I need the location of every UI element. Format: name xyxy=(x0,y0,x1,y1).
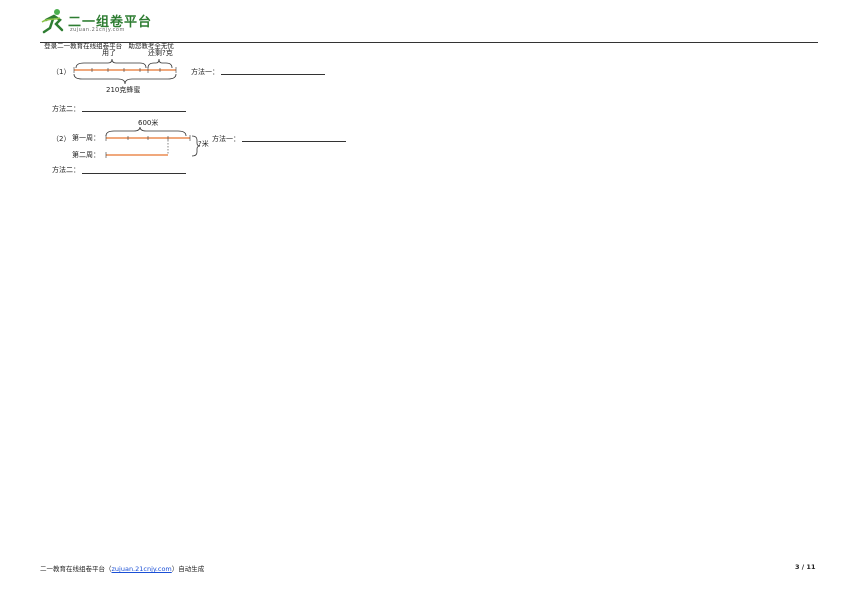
q2-top-brace xyxy=(105,126,187,137)
q2-method1-label: 方法一： xyxy=(212,135,240,143)
q1-total-label: 210克蜂蜜 xyxy=(106,86,141,94)
q1-method2-blank[interactable] xyxy=(82,111,186,112)
q2-week1-label: 第一周： xyxy=(72,134,100,142)
logo-text: 二一组卷平台 xyxy=(68,15,153,30)
footer-prefix: 二一教育在线组卷平台（ xyxy=(40,565,112,573)
q1-label: （1） xyxy=(52,68,71,76)
q2-method2-label: 方法二： xyxy=(52,166,80,174)
q2-label: （2） xyxy=(52,135,71,143)
footer-link[interactable]: zujuan.21cnjy.com xyxy=(111,565,172,573)
q1-line-diagram xyxy=(73,58,177,85)
q1-used-brace xyxy=(75,58,147,69)
header-login-text: 登录二一教育在线组卷平台 助您教考全无忧 xyxy=(40,32,174,50)
q1-method1-label: 方法一： xyxy=(191,68,219,76)
q1-remaining-brace xyxy=(147,58,173,69)
q2-right-brace xyxy=(191,135,200,157)
q1-remaining-label: 还剩?克 xyxy=(148,49,173,57)
q2-line-diagram xyxy=(105,126,200,158)
page-number: 3 / 11 xyxy=(795,563,816,571)
q1-method2-label: 方法二： xyxy=(52,105,80,113)
logo xyxy=(40,8,150,36)
logo-subtext: zujuan.21cnjy.com xyxy=(70,27,125,33)
footer-source: 二一教育在线组卷平台（zujuan.21cnjy.com）自动生成 xyxy=(40,563,204,573)
q2-method2-blank[interactable] xyxy=(82,173,186,174)
q1-used-label: 用了 xyxy=(102,49,116,57)
q2-question-label: ?米 xyxy=(198,140,209,148)
q2-method1-blank[interactable] xyxy=(242,141,346,142)
runner-logo-icon xyxy=(41,9,64,34)
header-divider xyxy=(40,42,818,43)
q2-week2-label: 第二周： xyxy=(72,151,100,159)
q1-ticks xyxy=(73,67,177,73)
login-link[interactable]: 登录二一教育在线组卷平台 xyxy=(44,42,123,50)
q2-week1-ticks xyxy=(105,135,191,141)
slogan: 助您教考全无忧 xyxy=(128,42,174,50)
q1-method1-blank[interactable] xyxy=(221,74,325,75)
footer-suffix: ）自动生成 xyxy=(171,565,205,573)
q1-total-brace xyxy=(73,73,177,85)
q2-top-label: 600米 xyxy=(138,119,159,127)
